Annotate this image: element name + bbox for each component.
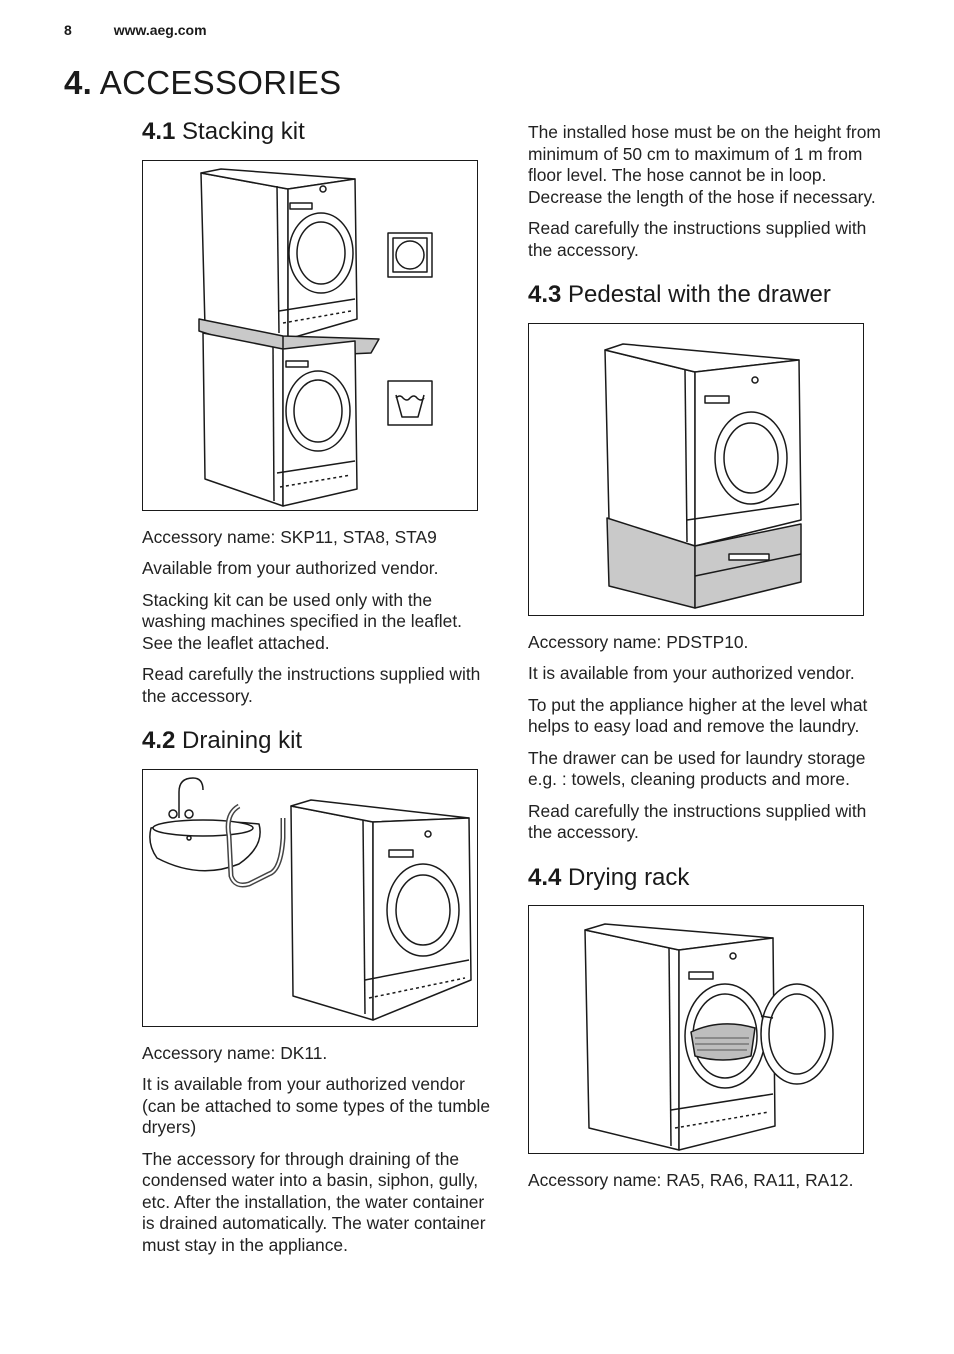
paragraph: Accessory name: PDSTP10. xyxy=(528,631,749,652)
paragraph: Accessory name: SKP11, STA8, STA9 xyxy=(142,526,437,547)
left-column: 4.1 Stacking kit xyxy=(142,118,497,1266)
paragraph: Read carefully the instructions supplied… xyxy=(142,664,481,706)
section-number: 4.1 xyxy=(142,118,176,145)
paragraph: To put the appliance higher at the level… xyxy=(528,694,868,737)
section-number: 4.4 xyxy=(528,863,562,891)
paragraph: Accessory name: RA5, RA6, RA11, RA12. xyxy=(528,1170,854,1191)
paragraph: Read carefully the instructions supplied… xyxy=(528,800,867,843)
section-title: Drying rack xyxy=(568,863,690,891)
section-heading-draining-kit: 4.2 Draining kit xyxy=(142,727,497,755)
chapter-name: ACCESSORIES xyxy=(99,64,342,101)
paragraph: The installed hose must be on the height… xyxy=(528,122,881,207)
draining-kit-illustration xyxy=(142,768,478,1027)
paragraph: Stacking kit can be used only with the w… xyxy=(142,589,462,653)
section-title: Pedestal with the drawer xyxy=(568,281,831,308)
section-number: 4.3 xyxy=(528,281,562,308)
pedestal-illustration xyxy=(528,322,864,616)
website-url: www.aeg.com xyxy=(113,22,207,38)
section-title: Draining kit xyxy=(182,727,303,755)
section-number: 4.2 xyxy=(142,727,176,755)
drying-rack-illustration xyxy=(528,905,864,1155)
page-number: 8 xyxy=(64,22,72,38)
section-heading-pedestal: 4.3 Pedestal with the drawer xyxy=(528,281,883,309)
paragraph: Read carefully the instructions supplied… xyxy=(528,218,867,260)
section-heading-stacking-kit: 4.1 Stacking kit xyxy=(142,118,497,146)
paragraph: The accessory for through draining of th… xyxy=(142,1148,486,1255)
section-title: Stacking kit xyxy=(182,118,305,145)
chapter-number: 4. xyxy=(64,64,93,101)
page-header: 8 www.aeg.com xyxy=(64,22,207,38)
stacking-kit-illustration xyxy=(142,159,478,511)
section-heading-drying-rack: 4.4 Drying rack xyxy=(528,864,883,892)
paragraph: Accessory name: DK11. xyxy=(142,1042,328,1063)
right-column: The installed hose must be on the height… xyxy=(528,122,883,1202)
chapter-title: 4. ACCESSORIES xyxy=(64,64,341,102)
paragraph: The drawer can be used for laundry stora… xyxy=(528,747,866,790)
paragraph: It is available from your authorized ven… xyxy=(142,1074,491,1138)
paragraph: Available from your authorized vendor. xyxy=(142,558,439,579)
paragraph: It is available from your authorized ven… xyxy=(528,663,855,684)
